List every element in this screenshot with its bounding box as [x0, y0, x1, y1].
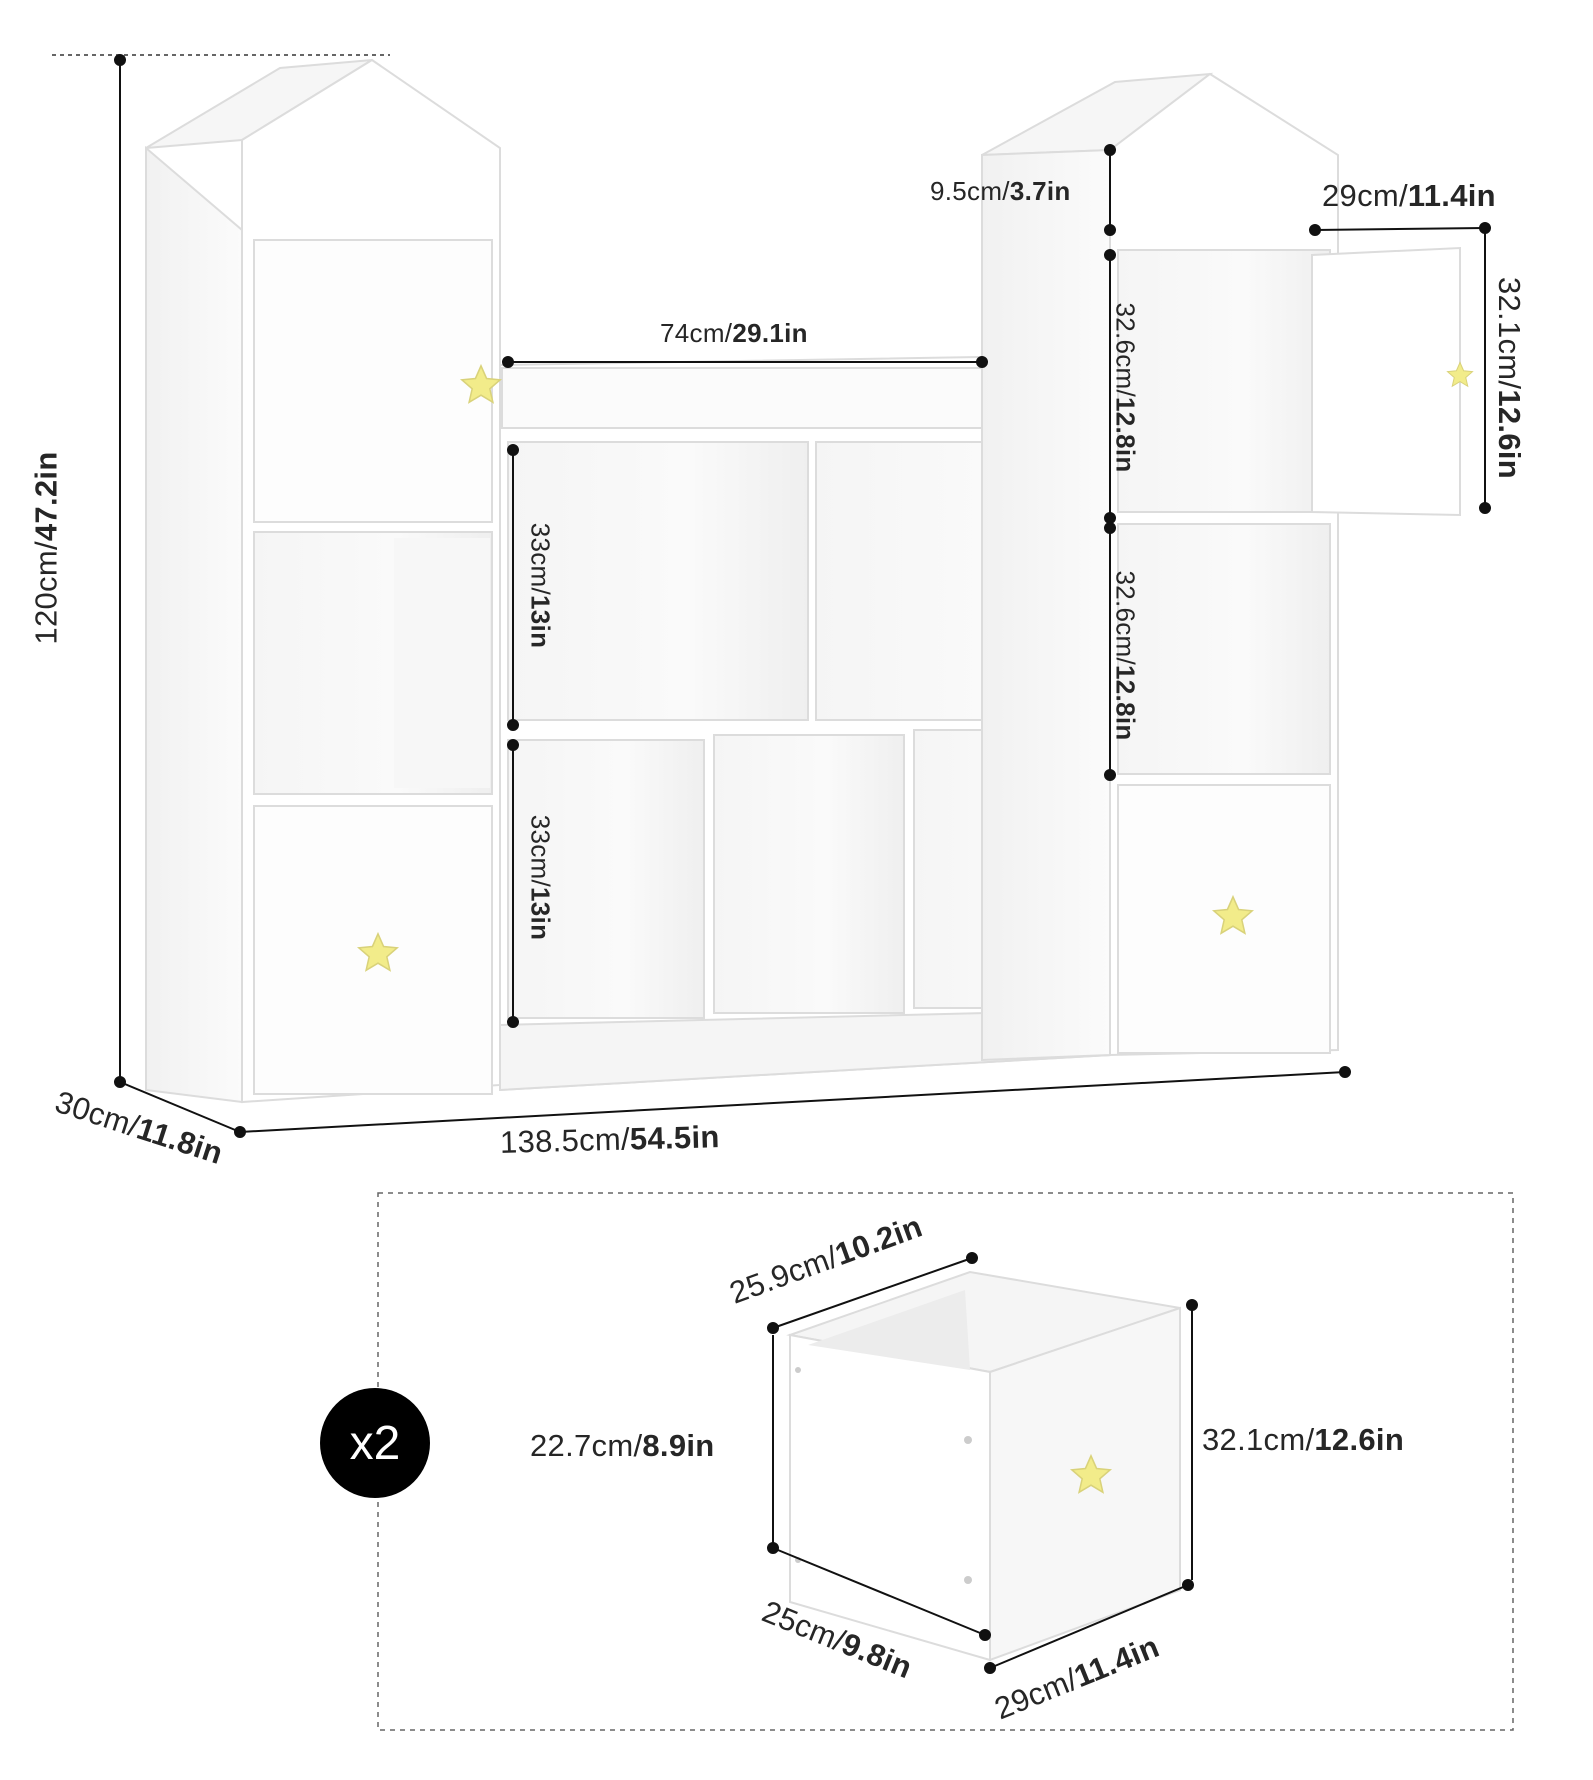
drawer-detail-frame — [377, 1192, 1514, 1731]
star-knob-icon — [1445, 355, 1475, 395]
middle-width-label: 74cm/29.1in — [660, 318, 808, 348]
dimension-lines — [52, 54, 1491, 1674]
total-height-label: 120cm/47.2in — [28, 451, 64, 645]
door-width-label: 29cm/11.4in — [1322, 178, 1496, 213]
cube-height-bottom-label: 33cm/13in — [525, 814, 556, 941]
door-height-label: 32.1cm/12.6in — [1492, 276, 1528, 480]
drawer-front-height-label: 32.1cm/12.6in — [1202, 1422, 1405, 1457]
roof-height-label: 9.5cm/3.7in — [930, 176, 1071, 206]
right-upper-cube-height-label: 32.6cm/12.8in — [1110, 302, 1141, 473]
right-lower-cube-height-label: 32.6cm/12.8in — [1110, 570, 1141, 741]
quantity-badge: x2 — [320, 1388, 430, 1498]
cube-height-top-label: 33cm/13in — [525, 522, 556, 649]
left-tower — [145, 58, 501, 1104]
star-knob-icon — [1210, 893, 1256, 939]
right-tower — [981, 72, 1461, 1062]
star-knob-icon — [458, 362, 504, 408]
star-knob-icon — [355, 930, 401, 976]
total-width-label: 138.5cm/54.5in — [499, 1119, 721, 1160]
drawer-drawing — [786, 1270, 1181, 1662]
star-knob-icon — [1068, 1452, 1114, 1498]
drawer-inner-height-label: 22.7cm/8.9in — [530, 1428, 715, 1463]
